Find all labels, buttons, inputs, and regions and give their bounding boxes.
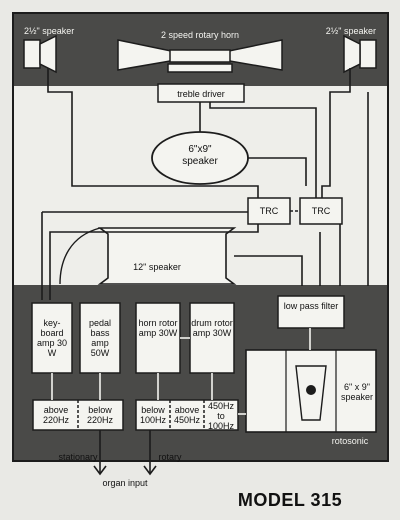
rotosonic-speaker-magnet [306,385,316,395]
drum-rotor-amp-box [189,302,235,374]
label-12-speaker: 12" speaker [133,262,181,272]
pedal-bass-amp-box [79,302,121,374]
label-stationary: stationary [58,452,98,462]
label-treble-driver: treble driver [177,89,225,99]
label-left-speaker: 2½" speaker [24,26,75,36]
label-below-220: below 220Hz [86,405,113,425]
label-above-450: above 450Hz [173,405,200,425]
low-pass-filter-box [277,295,345,329]
trc-right-box [299,197,343,225]
label-above-220: above 220Hz [42,405,69,425]
label-horn-rotor-amp: horn rotor amp 30W [138,318,178,338]
label-below-100: below 100Hz [139,405,166,425]
label-keyboard-amp: key- board amp 30 W [36,318,68,358]
label-rotosonic: rotosonic [331,436,369,446]
treble-driver-box [157,83,245,103]
label-drum-rotor-amp: drum rotor amp 30W [191,318,233,338]
bottom-wiring [51,328,311,415]
organ-input-wiring [93,430,157,476]
rotosonic-drum [245,349,377,433]
label-low-pass-filter: low pass filter [283,301,339,311]
model-title: MODEL 315 [237,490,343,510]
label-rotary-horn: 2 speed rotary horn [160,30,240,40]
wiring [41,68,369,300]
label-lower-6x9-speaker: 6" x 9" speaker [340,382,374,402]
label-pedal-bass-amp: pedal bass amp 50W [88,318,112,358]
rotary-horn [117,39,283,73]
label-rotary: rotary [158,452,182,462]
label-trc-right: TRC [311,206,331,216]
horn-rotor-amp-box [135,302,181,374]
crossover-right-box [135,399,239,431]
trc-left-box [247,197,291,225]
twelve-inch-speaker [59,227,237,285]
right-tweeter-speaker [343,34,377,74]
label-right-speaker: 2½" speaker [325,26,376,36]
label-band-450-100: 450Hz to 100Hz [207,401,234,431]
label-organ-input: organ input [102,478,148,488]
label-trc-left: TRC [259,206,279,216]
label-upper-6x9-speaker: 6"x9" speaker [182,144,218,167]
keyboard-amp-box [31,302,73,374]
left-tweeter-speaker [23,34,57,74]
